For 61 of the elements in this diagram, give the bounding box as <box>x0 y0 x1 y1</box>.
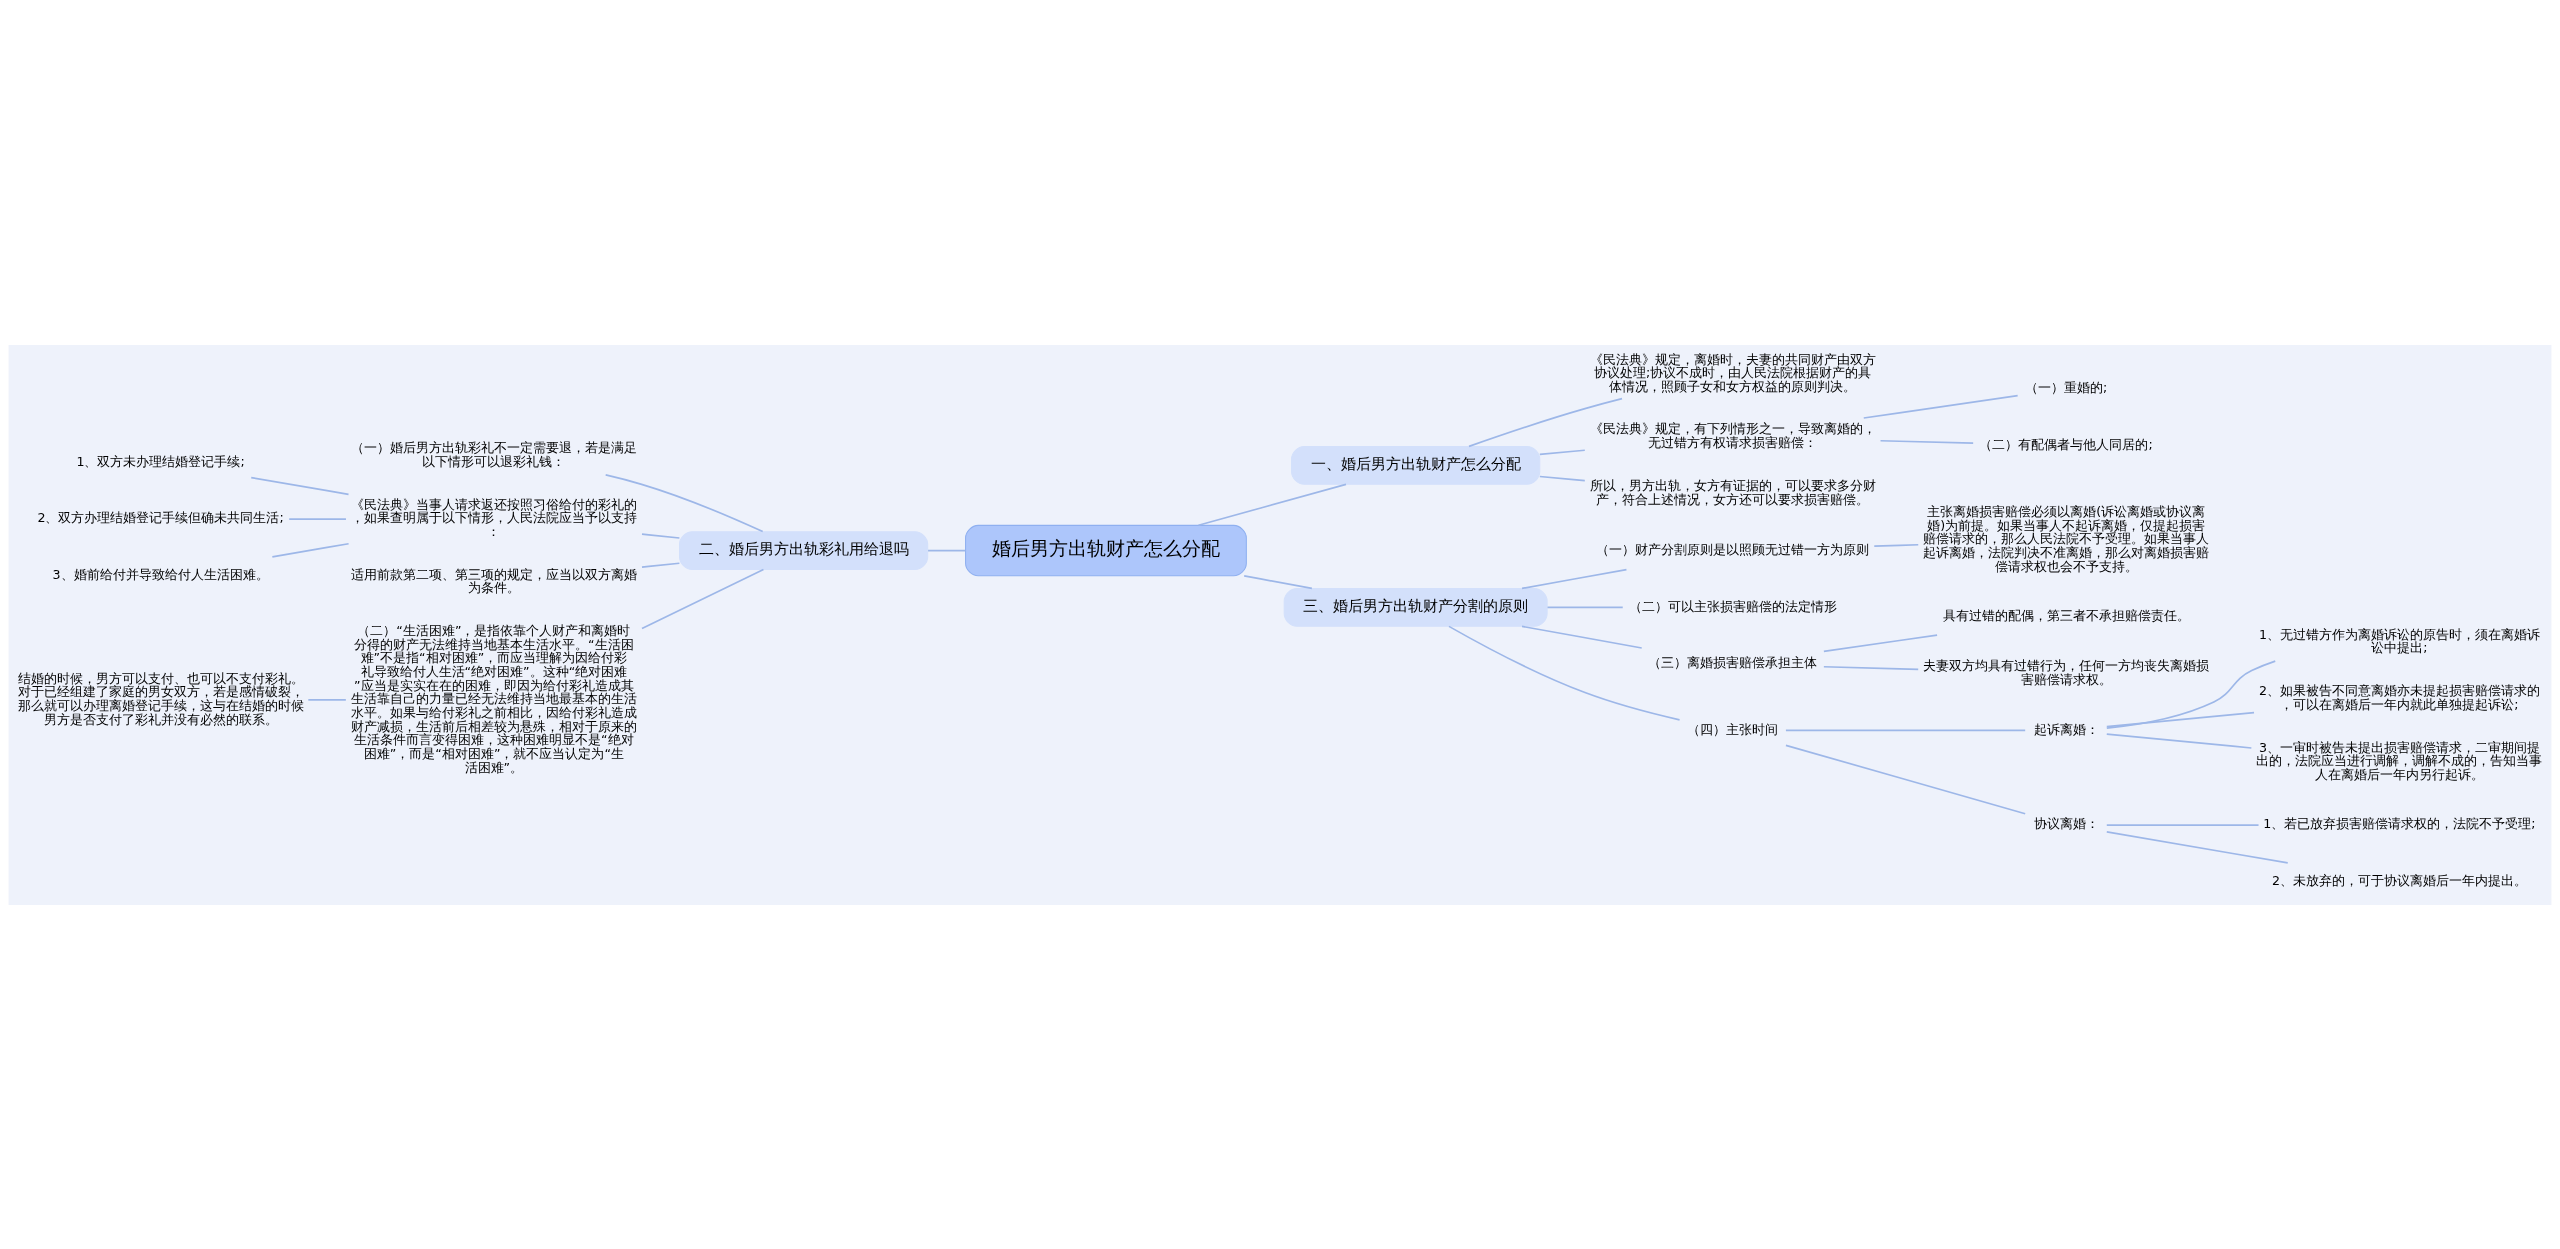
connector <box>641 561 681 568</box>
node-box: 婚后男方出轨财产怎么分配 <box>965 524 1247 576</box>
node-text: 协议离婚： <box>2033 815 2099 831</box>
connector <box>2105 659 2277 729</box>
node-text: 3、婚前给付并导致给付人生活困难。 <box>52 566 269 582</box>
connector <box>1873 543 1920 547</box>
node-text: 1、若已放弃损害赔偿请求权的，法院不予受理; <box>2263 815 2536 831</box>
connector <box>271 542 350 558</box>
connector <box>1785 744 2026 815</box>
node-text: （一）重婚的; <box>2024 379 2108 395</box>
node-text: 《民法典》规定，有下列情形之一，导致离婚的，无过错方有权请求损害赔偿： <box>1589 420 1876 450</box>
connector <box>288 517 347 520</box>
node-text: 结婚的时候，男方可以支付、也可以不支付彩礼。对于已经组建了家庭的男女双方，若是感情破裂，那么就可以办理离婚登记手续，这与在结婚的时候男方是否支付了彩礼并没有必然的联系。 <box>17 670 304 727</box>
connector <box>1468 397 1623 447</box>
node-text: 1、双方未办理结婚登记手续; <box>76 453 245 469</box>
connector <box>307 698 347 701</box>
node-text: （四）主张时间 <box>1687 721 1779 737</box>
node-text: 适用前款第二项、第三项的规定，应当以双方离婚为条件。 <box>350 566 637 595</box>
connector <box>1521 625 1643 649</box>
connector <box>1862 394 2019 419</box>
node-text: （二）可以主张损害赔偿的法定情形 <box>1628 598 1837 614</box>
connector <box>1823 665 1920 670</box>
connector <box>2105 830 2289 864</box>
connector <box>1823 633 1938 652</box>
connector <box>604 473 764 532</box>
node-text: 2、如果被告不同意离婚亦未提起损害赔偿请求的，可以在离婚后一年内就此单独提起诉讼; <box>2258 682 2540 712</box>
connector <box>927 549 967 551</box>
connector <box>1243 574 1313 589</box>
node-text: 具有过错的配偶，第三者不承担赔偿责任。 <box>1942 607 2190 623</box>
connector <box>2105 711 2255 727</box>
node-text: 《民法典》当事人请求返还按照习俗给付的彩礼的，如果查明属于以下情形，人民法院应当予以支持： <box>350 496 637 539</box>
connector <box>1448 625 1681 721</box>
node-text: 夫妻双方均具有过错行为，任何一方均丧失离婚损害赔偿请求权。 <box>1923 657 2210 687</box>
node-text: 起诉离婚： <box>2033 721 2099 737</box>
node-text: （三）离婚损害赔偿承担主体 <box>1648 654 1818 670</box>
node-box: 三、婚后男方出轨财产分割的原则 <box>1283 587 1548 627</box>
node-text: 2、双方办理结婚登记手续但确未共同生活; <box>37 509 284 525</box>
node-text: （二）有配偶者与他人同居的; <box>1979 436 2153 452</box>
connector <box>1197 483 1347 526</box>
connector <box>1521 568 1628 589</box>
connector <box>2105 823 2260 826</box>
node-text: 所以，男方出轨，女方有证据的，可以要求多分财产，符合上述情况，女方还可以要求损害赔偿。 <box>1589 477 1876 507</box>
connector <box>1539 475 1586 481</box>
connector <box>1785 729 2026 731</box>
node-box: 二、婚后男方出轨彩礼用给退吗 <box>679 530 929 570</box>
node-text: 主张离婚损害赔偿必须以离婚(诉讼离婚或协议离婚)为前提。如果当事人不起诉离婚，仅提起损害赔偿请求的，那么人民法院不予受理。如果当事人起诉离婚，法院判决不准离婚，那么对离婚损害赔偿请求权也会不予支持。 <box>1923 503 2210 574</box>
connector <box>2105 732 2253 749</box>
node-text: （二）“生活困难”，是指依靠个人财产和离婚时分得的财产无法维持当地基本生活水平。“生活困难”不是指“相对困难”，而应当理解为因给付彩礼导致给付人生活“绝对困难”。这种“绝对困难”应当是实实在在的困难，即因为给付彩礼造成其生活靠自己的力量已经无法维持当地最基本的生活水平。如果与给付彩礼之前相比，因给付彩礼造成财产减损，生活前后相差较为悬殊，相对于原来的生活条件而言变得困难，这种困难明显不是“绝对困难”，而是“相对困难”，就不应当认定为“生活困难”。 <box>350 622 637 775</box>
node-text: 1、无过错方作为离婚诉讼的原告时，须在离婚诉讼中提出; <box>2258 626 2540 655</box>
connector <box>1546 606 1624 608</box>
node-text: （一）财产分割原则是以照顾无过错一方为原则 <box>1596 541 1870 557</box>
node-text: 3、一审时被告未提出损害赔偿请求，二审期间提出的，法院应当进行调解，调解不成的，告知当事人在离婚后一年内另行起诉。 <box>2256 739 2543 782</box>
connector <box>641 568 765 629</box>
node-text: （一）婚后男方出轨彩礼不一定需要退，若是满足以下情形可以退彩礼钱： <box>350 439 637 469</box>
connector <box>641 532 681 539</box>
node-box: 一、婚后男方出轨财产怎么分配 <box>1291 445 1541 485</box>
node-text: 2、未放弃的，可于协议离婚后一年内提出。 <box>2271 872 2527 888</box>
node-text: 《民法典》规定，离婚时，夫妻的共同财产由双方协议处理;协议不成时，由人民法院根据财产的具体情况，照顾子女和女方权益的原则判决。 <box>1589 351 1876 394</box>
connector <box>1539 448 1586 455</box>
connector <box>250 476 350 495</box>
connector <box>1879 439 1974 444</box>
